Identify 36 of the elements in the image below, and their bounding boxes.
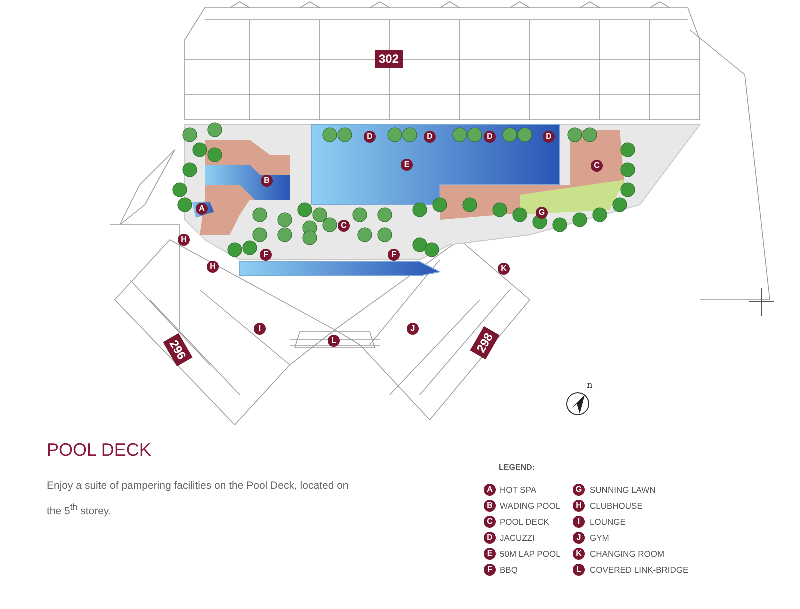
legend-marker: A [484, 484, 496, 496]
callout-letter: K [498, 263, 510, 275]
legend-marker: C [484, 516, 496, 528]
building-number-tag: 302 [374, 50, 404, 68]
legend-text: SUNNING LAWN [590, 485, 656, 495]
legend-marker: H [573, 500, 585, 512]
callout-letter: J [407, 323, 419, 335]
building-number-tag: 296 [163, 333, 193, 367]
legend-text: HOT SPA [500, 485, 537, 495]
page-title: POOL DECK [47, 440, 152, 461]
legend-text: WADING POOL [500, 501, 561, 511]
legend-text: 50M LAP POOL [500, 549, 561, 559]
legend-text: GYM [590, 533, 610, 543]
legend-marker: L [573, 564, 585, 576]
legend-marker: J [573, 532, 585, 544]
callout-letter: L [328, 335, 340, 347]
description-text: Enjoy a suite of pampering facilities on the Pool Deck, located on the 5$^{th}$ storey. [47, 479, 350, 520]
legend-marker: K [573, 548, 585, 560]
legend-heading: LEGEND: [499, 463, 535, 472]
north-label: n [587, 381, 593, 391]
legend-marker: F [484, 564, 496, 576]
legend-text: CHANGING ROOM [590, 549, 665, 559]
legend-marker: B [484, 500, 496, 512]
legend-marker: D [484, 532, 496, 544]
callout-letter: H [178, 234, 190, 246]
legend-marker: G [573, 484, 585, 496]
legend-text: BBQ [500, 565, 518, 575]
legend-marker: E [484, 548, 496, 560]
legend-text: CLUBHOUSE [590, 501, 643, 511]
legend-marker: I [573, 516, 585, 528]
legend-text: COVERED LINK-BRIDGE [590, 565, 689, 575]
legend-text: POOL DECK [500, 517, 550, 527]
callout-letter: H [207, 261, 219, 273]
legend-text: JACUZZI [500, 533, 535, 543]
legend-text: LOUNGE [590, 517, 626, 527]
callout-letter: I [254, 323, 266, 335]
